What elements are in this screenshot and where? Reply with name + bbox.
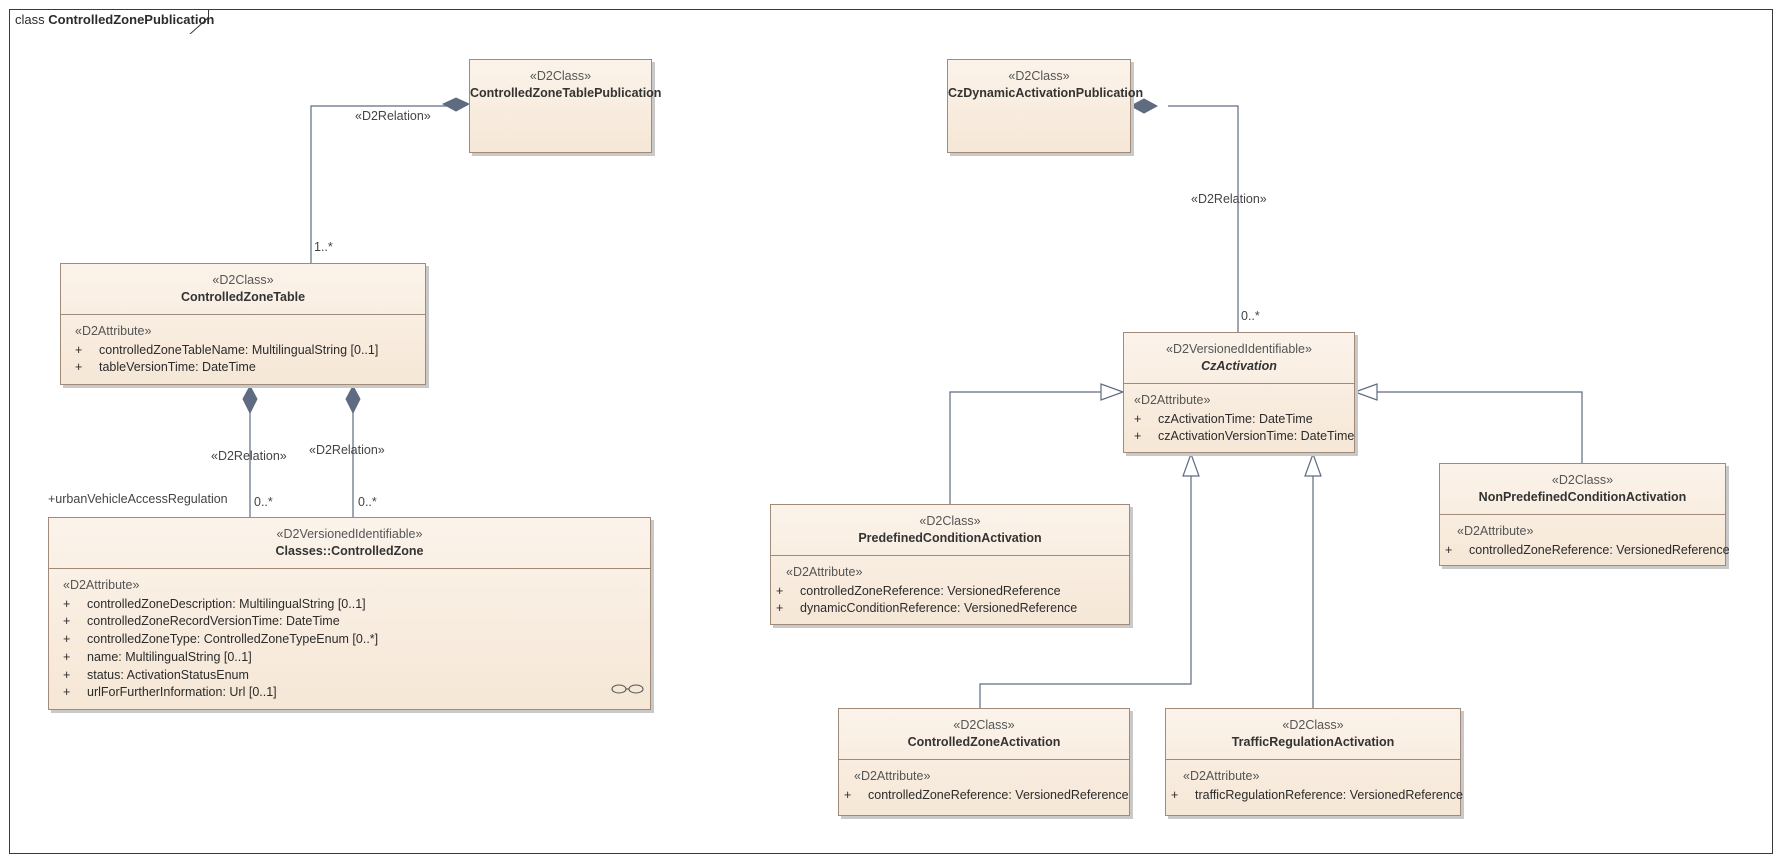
composition-diamond-table-1 [242, 384, 258, 415]
attribute-compartment: «D2Attribute» +controlledZoneReference: … [771, 556, 1129, 624]
diagram-frame [9, 9, 1773, 854]
generalization-nonpredefined [1375, 391, 1583, 463]
class-controlled-zone-table[interactable]: «D2Class» ControlledZoneTable «D2Attribu… [60, 263, 426, 385]
relation-label-2: «D2Relation» [211, 449, 287, 463]
attribute-stereotype: «D2Attribute» [63, 578, 140, 592]
generalization-predefined [949, 391, 1103, 504]
composition-diamond-table-2 [345, 384, 361, 415]
attribute-compartment: «D2Attribute» +trafficRegulationReferenc… [1166, 760, 1463, 810]
attribute-row: +controlledZoneType: ControlledZoneTypeE… [63, 632, 379, 647]
generalization-controlledzoneact [979, 474, 1192, 708]
class-name: ControlledZoneActivation [907, 735, 1061, 749]
multiplicity-label-1: 1..* [314, 240, 333, 254]
compartment-divider [771, 555, 1129, 556]
attribute-stereotype: «D2Attribute» [1134, 393, 1211, 407]
class-name: NonPredefinedConditionActivation [1478, 490, 1687, 504]
attribute-row: +trafficRegulationReference: VersionedRe… [1171, 787, 1463, 802]
class-controlled-zone-table-publication[interactable]: «D2Class» ControlledZoneTablePublication [469, 59, 662, 153]
attribute-row: +urlForFurtherInformation: Url [0..1] [63, 685, 277, 700]
frame-tab [9, 9, 209, 34]
attribute-compartment: «D2Attribute» +controlledZoneTableName: … [61, 315, 425, 383]
attribute-row: +controlledZoneReference: VersionedRefer… [776, 583, 1061, 598]
attribute-stereotype: «D2Attribute» [75, 324, 152, 338]
attribute-stereotype: «D2Attribute» [1457, 524, 1534, 538]
class-name: ControlledZoneTable [180, 290, 306, 304]
composition-diamond-tablepub [441, 97, 471, 112]
compartment-divider [1440, 514, 1725, 515]
attribute-compartment: «D2Attribute» +controlledZoneReference: … [1440, 515, 1730, 565]
attribute-row: +dynamicConditionReference: VersionedRef… [776, 601, 1078, 616]
relation-tablepub-table [310, 105, 459, 263]
composition-diamond-dynpub [1129, 98, 1159, 114]
class-stereotype: «D2Class» [212, 273, 274, 287]
class-cz-dynamic-activation-publication[interactable]: «D2Class» CzDynamicActivationPublication [947, 59, 1144, 153]
class-stereotype: «D2Class» [919, 514, 981, 528]
multiplicity-label-2: 0..* [254, 495, 273, 509]
attribute-compartment: «D2Attribute» +controlledZoneDescription… [49, 569, 650, 708]
attribute-row: +czActivationTime: DateTime [1134, 411, 1313, 426]
attribute-row: +czActivationVersionTime: DateTime [1134, 429, 1355, 444]
relation-dynpub-czactivation [1168, 105, 1239, 332]
class-name: Classes::ControlledZone [275, 544, 424, 558]
compartment-divider [839, 759, 1129, 760]
attribute-row: +tableVersionTime: DateTime [75, 360, 256, 375]
class-stereotype: «D2Class» [953, 718, 1015, 732]
compartment-divider [1166, 759, 1460, 760]
generalization-arrow-left [1100, 383, 1125, 401]
link-icon [611, 684, 644, 694]
generalization-arrow-bottom-1 [1182, 452, 1200, 477]
class-stereotype: «D2Class» [1008, 69, 1070, 83]
class-controlled-zone-activation[interactable]: «D2Class» ControlledZoneActivation «D2At… [838, 708, 1130, 816]
class-name: PredefinedConditionActivation [858, 531, 1042, 545]
attribute-row: +controlledZoneDescription: Multilingual… [63, 596, 366, 611]
generalization-arrow-bottom-2 [1304, 452, 1322, 477]
attribute-compartment: «D2Attribute» +controlledZoneReference: … [839, 760, 1129, 810]
class-non-predefined-condition-activation[interactable]: «D2Class» NonPredefinedConditionActivati… [1439, 463, 1730, 566]
attribute-stereotype: «D2Attribute» [786, 565, 863, 579]
role-label: +urbanVehicleAccessRegulation [48, 492, 228, 506]
frame-title: class ControlledZonePublication [15, 12, 214, 27]
class-stereotype: «D2Class» [1282, 718, 1344, 732]
relation-label-1: «D2Relation» [355, 109, 431, 123]
class-name: CzActivation [1201, 359, 1277, 373]
frame-kind: class [15, 12, 45, 27]
multiplicity-label-4: 0..* [1241, 309, 1260, 323]
class-name: TrafficRegulationActivation [1231, 735, 1395, 749]
generalization-arrow-right [1353, 383, 1378, 401]
class-stereotype: «D2VersionedIdentifiable» [1166, 342, 1312, 356]
class-name: CzDynamicActivationPublication [948, 86, 1144, 100]
attribute-row: +status: ActivationStatusEnum [63, 667, 249, 682]
class-stereotype: «D2Class» [1551, 473, 1614, 487]
attribute-row: +controlledZoneReference: VersionedRefer… [844, 787, 1129, 802]
class-stereotype: «D2Class» [529, 69, 592, 83]
attribute-row: +controlledZoneTableName: MultilingualSt… [75, 342, 379, 357]
multiplicity-label-3: 0..* [358, 495, 377, 509]
attribute-stereotype: «D2Attribute» [854, 769, 931, 783]
relation-label-3: «D2Relation» [309, 443, 385, 457]
attribute-compartment: «D2Attribute» +czActivationTime: DateTim… [1124, 384, 1354, 452]
compartment-divider [61, 314, 425, 315]
class-name: ControlledZoneTablePublication [470, 86, 662, 100]
attribute-stereotype: «D2Attribute» [1183, 769, 1260, 783]
frame-name: ControlledZonePublication [48, 12, 215, 27]
class-predefined-condition-activation[interactable]: «D2Class» PredefinedConditionActivation … [770, 504, 1130, 625]
class-stereotype: «D2VersionedIdentifiable» [276, 527, 423, 541]
attribute-row: +name: MultilingualString [0..1] [63, 649, 252, 664]
compartment-divider [49, 568, 650, 569]
relation-label-4: «D2Relation» [1191, 192, 1267, 206]
compartment-divider [1124, 383, 1354, 384]
attribute-row: +controlledZoneReference: VersionedRefer… [1445, 542, 1730, 557]
attribute-row: +controlledZoneRecordVersionTime: DateTi… [63, 614, 340, 629]
class-controlled-zone[interactable]: «D2VersionedIdentifiable» Classes::Contr… [48, 517, 651, 710]
class-traffic-regulation-activation[interactable]: «D2Class» TrafficRegulationActivation «D… [1165, 708, 1463, 816]
class-cz-activation[interactable]: «D2VersionedIdentifiable» CzActivation «… [1123, 332, 1355, 453]
